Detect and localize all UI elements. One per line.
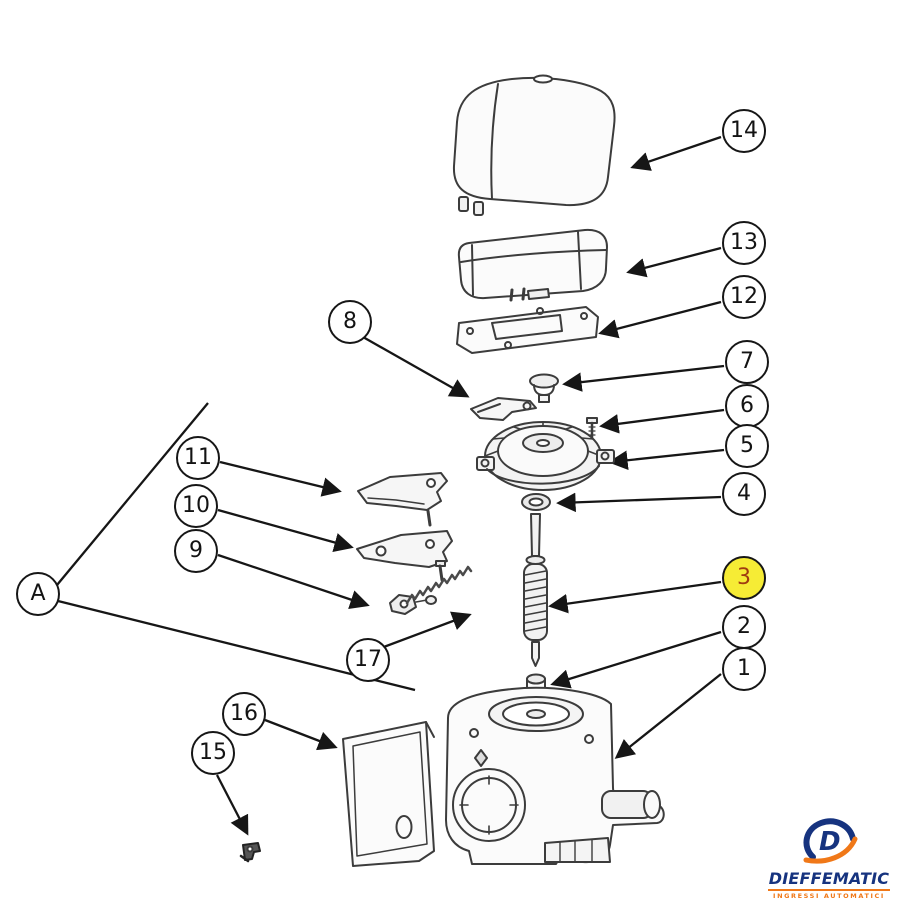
- callout-2-label: 2: [737, 614, 751, 639]
- part-bearing: [521, 493, 551, 511]
- part-screw: [586, 417, 598, 440]
- part-worm-shaft: [523, 513, 548, 667]
- brand-logo: D DIEFFEMATIC INGRESSI AUTOMATICI: [760, 817, 898, 900]
- callout-10: 10: [174, 484, 218, 528]
- callout-3-label: 3: [737, 565, 751, 590]
- callout-6: 6: [725, 384, 769, 428]
- callout-2: 2: [722, 605, 766, 649]
- callout-15-label: 15: [199, 740, 227, 765]
- part-release-bracket: [357, 472, 448, 527]
- part-lock-plate: [356, 530, 453, 582]
- callout-4: 4: [722, 472, 766, 516]
- callout-7: 7: [725, 340, 769, 384]
- callout-7-label: 7: [740, 349, 754, 374]
- brand-tagline: INGRESSI AUTOMATICI: [773, 892, 885, 900]
- callout-assembly-a: A: [16, 572, 60, 616]
- callout-16-label: 16: [230, 701, 258, 726]
- brand-rule: [768, 889, 890, 891]
- callout-assembly-a-label: A: [30, 581, 46, 606]
- callout-8-label: 8: [343, 309, 357, 334]
- callout-15: 15: [191, 731, 235, 775]
- callout-17: 17: [346, 638, 390, 682]
- svg-text:D: D: [819, 827, 841, 857]
- part-release-lever: [470, 397, 537, 421]
- callout-8: 8: [328, 300, 372, 344]
- callout-16: 16: [222, 692, 266, 736]
- callout-14-label: 14: [730, 118, 758, 143]
- part-spring: [405, 565, 473, 605]
- part-rubber-cap: [529, 373, 559, 403]
- callout-6-label: 6: [740, 393, 754, 418]
- callout-9: 9: [174, 529, 218, 573]
- brand-logo-icon: D: [803, 818, 858, 864]
- callout-12-label: 12: [730, 284, 758, 309]
- callout-17-label: 17: [354, 647, 382, 672]
- callout-12: 12: [722, 275, 766, 319]
- part-base-plate: [456, 287, 599, 354]
- callout-3-highlighted: 3: [722, 556, 766, 600]
- part-side-door: [342, 721, 435, 867]
- callout-14: 14: [722, 109, 766, 153]
- part-motor-stator: [476, 421, 615, 491]
- leader-arrows: [215, 135, 725, 836]
- callout-1: 1: [722, 647, 766, 691]
- callout-11: 11: [176, 436, 220, 480]
- callout-1-label: 1: [737, 656, 751, 681]
- callout-13: 13: [722, 221, 766, 265]
- part-small-clip: [239, 842, 261, 863]
- brand-name: DIEFFEMATIC: [768, 869, 890, 888]
- part-inner-cover: [457, 228, 608, 300]
- part-gearbox-housing: [445, 686, 665, 865]
- callout-13-label: 13: [730, 230, 758, 255]
- callout-5: 5: [725, 424, 769, 468]
- callout-11-label: 11: [184, 445, 212, 470]
- callout-4-label: 4: [737, 481, 751, 506]
- callout-5-label: 5: [740, 433, 754, 458]
- callout-9-label: 9: [189, 538, 203, 563]
- callout-10-label: 10: [182, 493, 210, 518]
- part-top-cover: [452, 74, 616, 216]
